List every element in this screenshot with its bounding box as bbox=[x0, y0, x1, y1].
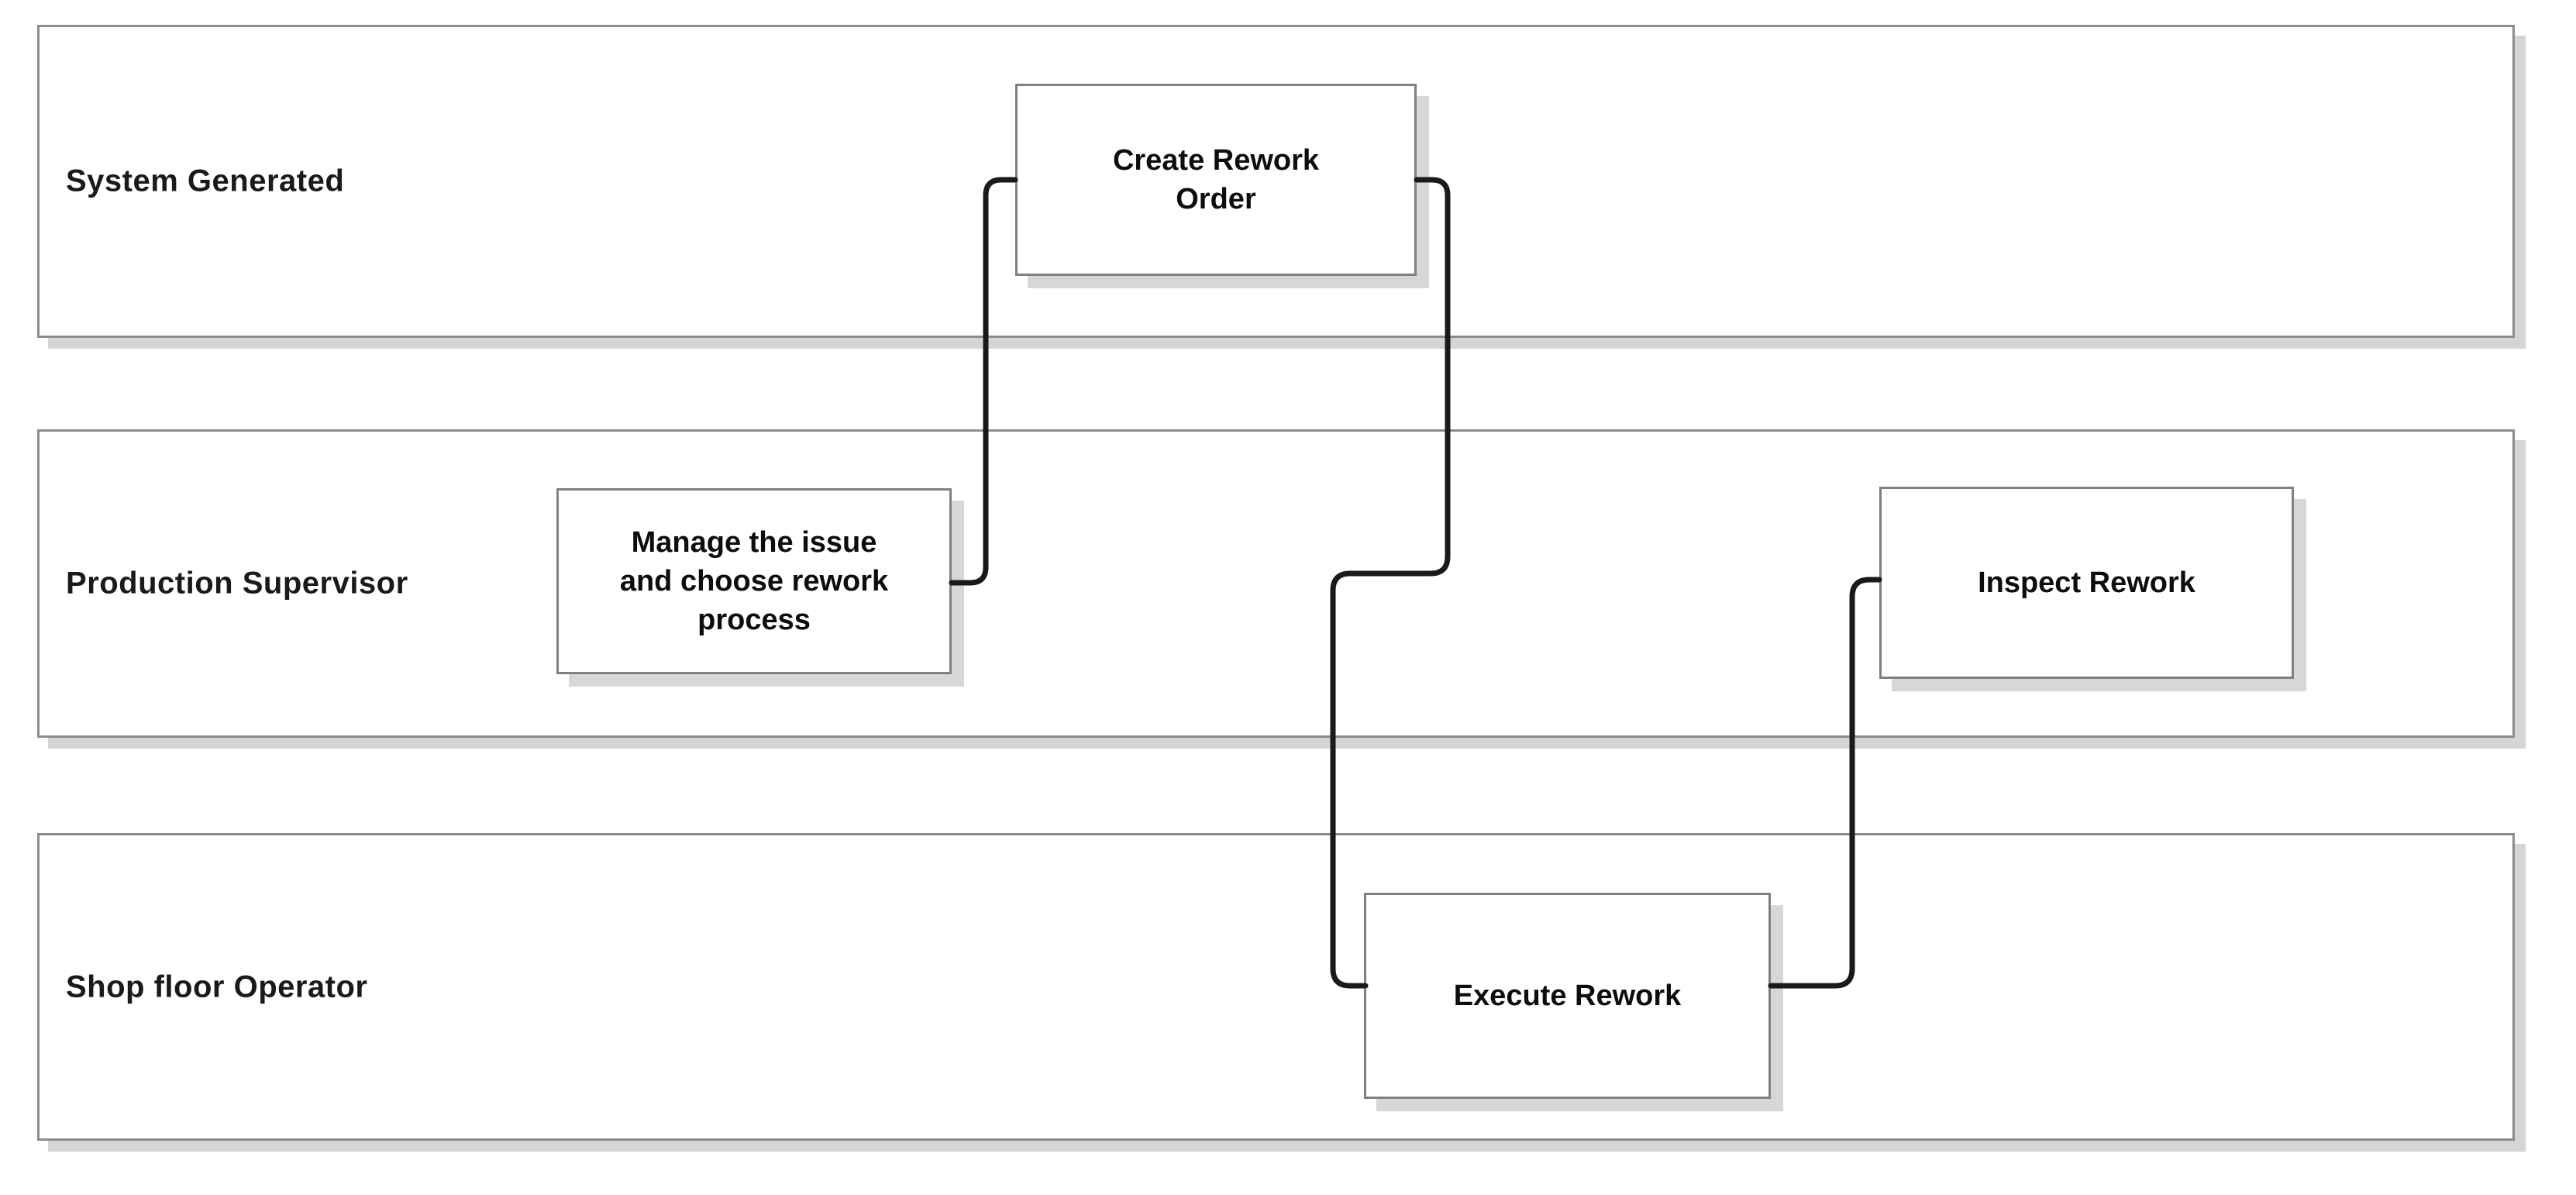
task-inspect-rework[interactable]: Inspect Rework bbox=[1879, 487, 2294, 679]
task-label-manage-issue: Manage the issue and choose rework proce… bbox=[619, 525, 889, 637]
task-label-execute-rework: Execute Rework bbox=[1453, 979, 1682, 1012]
swimlane-label-system-generated: System Generated bbox=[66, 164, 345, 198]
task-create-rework-order[interactable]: Create Rework Order bbox=[1015, 84, 1417, 276]
swimlane-shop-floor-operator[interactable]: Shop floor Operator bbox=[37, 833, 2515, 1141]
swimlane-label-shop-floor-operator: Shop floor Operator bbox=[66, 969, 368, 1004]
task-label-create-rework-order: Create Rework Order bbox=[1112, 143, 1320, 215]
task-manage-issue-and-choose-rework-process[interactable]: Manage the issue and choose rework proce… bbox=[556, 488, 952, 674]
task-label-inspect-rework: Inspect Rework bbox=[1978, 566, 2195, 599]
task-execute-rework[interactable]: Execute Rework bbox=[1364, 893, 1771, 1099]
swimlane-label-production-supervisor: Production Supervisor bbox=[66, 566, 408, 601]
